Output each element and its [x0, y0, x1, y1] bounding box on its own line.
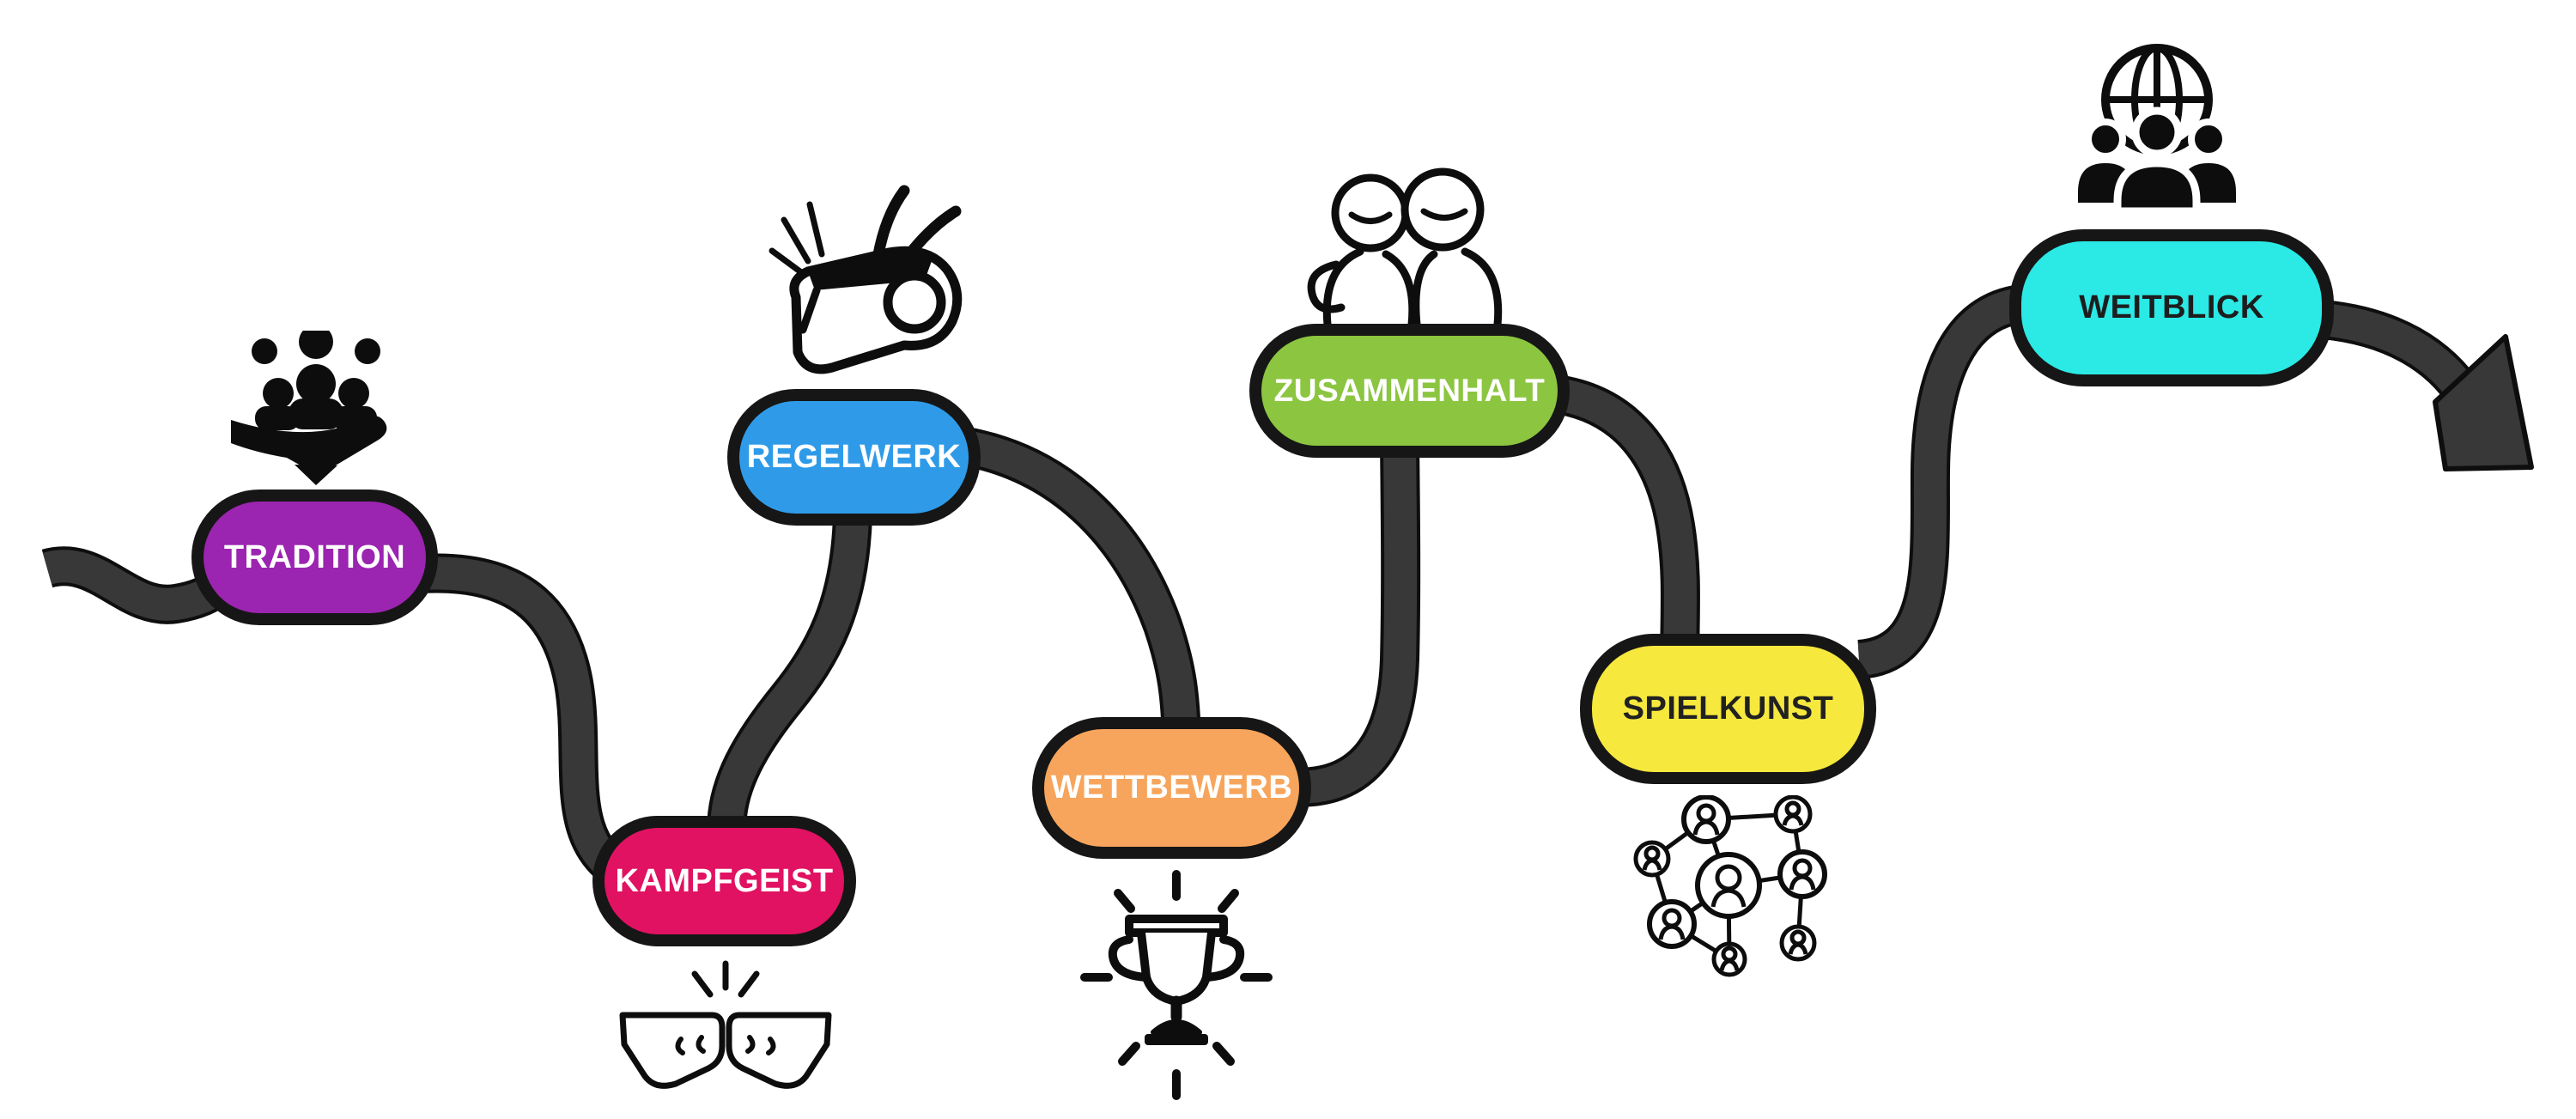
- journey-path-road: [42, 288, 2481, 893]
- node-spielkunst: SPIELKUNST: [1580, 634, 1876, 784]
- node-tradition: TRADITION: [191, 490, 438, 625]
- node-zusammenhalt: ZUSAMMENHALT: [1249, 324, 1570, 458]
- node-label: REGELWERK: [746, 439, 962, 475]
- shining-trophy-icon: [1069, 867, 1284, 1106]
- arrow-head-icon: [2433, 334, 2534, 471]
- node-wettbewerb: WETTBEWERB: [1032, 717, 1311, 859]
- community-in-hand-icon: [219, 331, 413, 485]
- node-label: WEITBLICK: [2079, 289, 2264, 325]
- fist-bump-icon: [605, 955, 846, 1097]
- whistle-icon: [767, 180, 968, 385]
- node-kampfgeist: KAMPFGEIST: [592, 816, 856, 946]
- node-label: ZUSAMMENHALT: [1273, 373, 1546, 408]
- node-weitblick: WEITBLICK: [2009, 229, 2334, 386]
- global-team-icon: [2052, 38, 2258, 225]
- node-label: KAMPFGEIST: [615, 862, 834, 899]
- node-label: SPIELKUNST: [1622, 690, 1834, 727]
- two-friends-icon: [1295, 163, 1520, 325]
- node-label: WETTBEWERB: [1050, 769, 1293, 806]
- node-label: TRADITION: [223, 538, 406, 575]
- node-regelwerk: REGELWERK: [727, 389, 981, 526]
- people-network-icon: [1627, 795, 1829, 977]
